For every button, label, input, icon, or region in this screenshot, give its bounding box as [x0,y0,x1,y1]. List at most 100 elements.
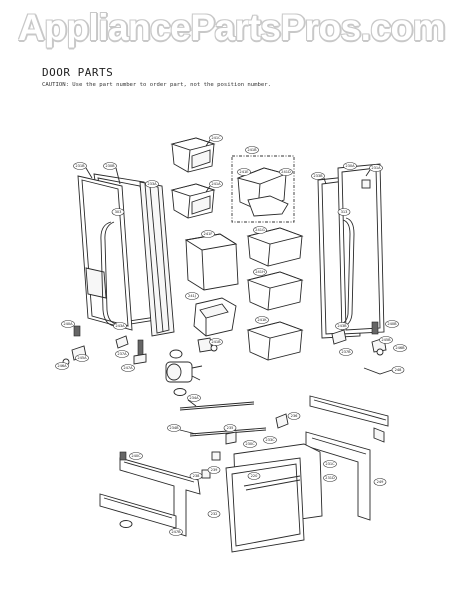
svg-text:247A: 247A [123,366,133,370]
svg-text:241J: 241J [188,294,196,298]
svg-text:246A: 246A [57,364,67,368]
slide-rail-upper-right[interactable] [309,395,389,443]
svg-text:241E: 241E [239,170,249,174]
svg-text:235: 235 [227,426,234,430]
svg-text:313: 313 [341,210,348,214]
freezer-rails[interactable] [179,401,267,437]
callout: 231B [73,162,87,170]
svg-text:232: 232 [211,512,218,516]
svg-text:220: 220 [251,474,259,478]
callout: 233A [145,180,159,188]
svg-text:234B: 234B [169,426,179,430]
svg-text:241D: 241D [281,170,291,174]
callout: 247B [169,528,183,536]
callout: 246B [393,344,407,352]
leader-lines [85,139,371,435]
callout: 234A [187,394,201,402]
svg-text:239: 239 [211,468,219,472]
right-door-assembly[interactable] [317,163,385,339]
callout: 241A [209,180,223,188]
callout: 241B [245,146,259,154]
callout: 234B [167,424,181,432]
callout: 236 [287,412,301,420]
svg-text:240A: 240A [63,322,73,326]
callout: 233B [311,172,325,180]
callout: 241G [253,226,267,234]
callout: 241H [253,268,267,276]
blank-callout-1 [119,520,133,528]
callout: 240C [129,452,143,460]
svg-text:237B: 237B [341,350,351,354]
svg-text:243B: 243B [337,324,347,328]
svg-text:245B: 245B [381,338,391,342]
blank-callout-2 [173,388,187,396]
callout: 233C [263,436,277,444]
svg-text:241K: 241K [257,318,267,322]
door-basket-1[interactable] [246,227,304,267]
callout: 230B [103,162,117,170]
hinge-hardware-left[interactable] [62,325,218,366]
svg-text:233A: 233A [147,182,157,186]
svg-text:303: 303 [115,210,122,214]
callout: 313 [337,208,351,216]
callout: 237B [339,348,353,356]
svg-text:245A: 245A [77,356,87,360]
callout: 245B [379,336,393,344]
svg-text:240C: 240C [131,454,141,458]
door-guide-panel[interactable] [184,233,239,291]
callout: 240A [61,320,75,328]
svg-text:241B: 241B [211,340,221,344]
door-bin-upper-1[interactable] [170,137,216,173]
door-basket-3[interactable] [246,321,304,361]
callout: 240B [385,320,399,328]
freezer-drawer[interactable] [225,443,323,553]
slide-rail-left[interactable] [99,457,201,537]
svg-text:241A: 241A [211,182,221,186]
svg-text:234A: 234A [189,396,199,400]
svg-text:248: 248 [395,368,403,372]
callout: 232 [207,510,221,518]
callout: 238 [189,472,203,480]
callout: 249 [373,478,387,486]
svg-text:241C: 241C [211,136,221,140]
svg-text:241H: 241H [255,270,265,274]
svg-text:236: 236 [291,414,299,418]
door-basket-2[interactable] [246,271,304,311]
svg-text:230A: 230A [345,164,355,168]
callout: 246A [55,362,69,370]
svg-text:241G: 241G [255,228,265,232]
svg-text:249: 249 [377,480,385,484]
callout: 235 [223,424,237,432]
callout: 247A [121,364,135,372]
dairy-bin-group[interactable] [231,155,295,223]
callout: 241C [209,134,223,142]
callout: 231C [323,460,337,468]
ice-module[interactable] [193,297,237,337]
svg-text:241F: 241F [204,232,213,236]
callout: 303 [111,208,125,216]
callout: 248 [391,366,405,374]
callout: 230A [343,162,357,170]
svg-text:231C: 231C [325,462,335,466]
svg-text:247B: 247B [171,530,181,534]
callout: 239 [207,466,221,474]
callout: 241F [201,230,215,238]
damper-motor[interactable] [165,349,203,383]
callout: 245A [75,354,89,362]
svg-text:230C: 230C [245,442,255,446]
svg-text:243A: 243A [115,324,125,328]
svg-text:230B: 230B [105,164,115,168]
svg-text:231A: 231A [371,166,381,170]
callout: 241K [255,316,269,324]
left-door-assembly[interactable] [77,173,175,337]
callout: 243A [113,322,127,330]
door-bin-upper-2[interactable] [170,183,216,219]
freezer-clips[interactable] [119,413,289,479]
callout-labels: 241C 241A 241B 241E 241D 241F 241G 241H … [55,134,407,536]
svg-text:231D: 231D [325,476,335,480]
svg-text:238: 238 [193,474,201,478]
callout: 241E [237,168,251,176]
svg-text:233B: 233B [313,174,323,178]
caution-note: CAUTION: Use the part number to order pa… [42,82,272,88]
